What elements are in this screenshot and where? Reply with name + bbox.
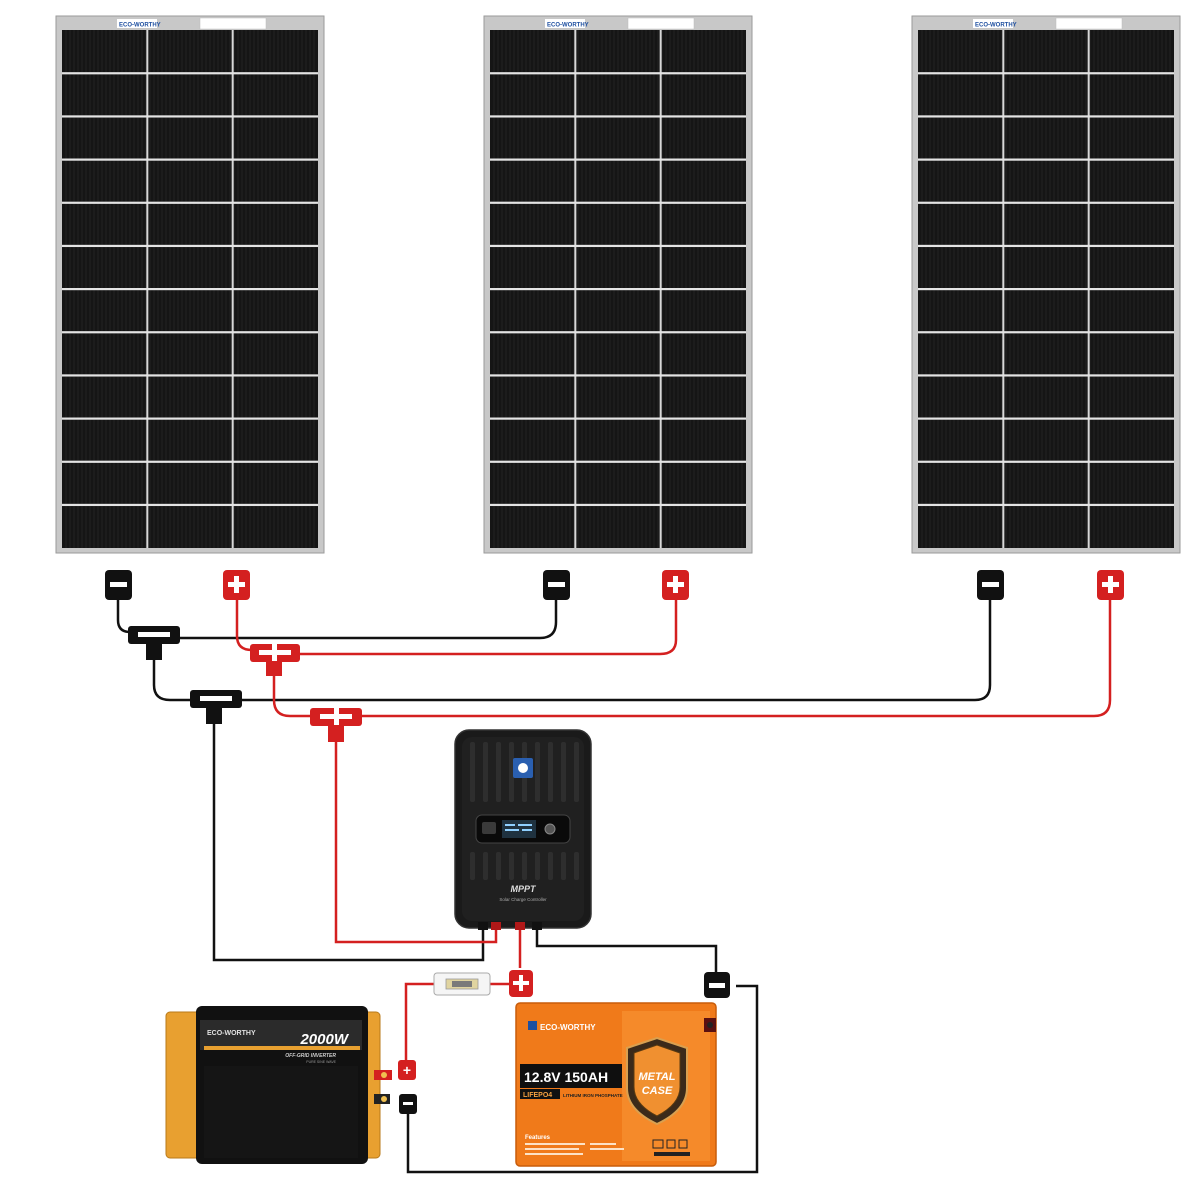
controller-rib: [535, 742, 540, 802]
panel-row-gap: [62, 288, 318, 291]
metal-case-badge: METAL CASE: [626, 1036, 688, 1126]
negative-wires: [116, 598, 992, 1174]
panel-row-gap: [62, 460, 318, 463]
svg-text:+: +: [403, 1062, 411, 1078]
panel-row-gap: [490, 374, 746, 377]
neg-branch-connector-2: [190, 690, 242, 724]
battery-feature-lines: [525, 1143, 624, 1155]
lifepo4-battery: ECO-WORTHY 12.8V 150AH LIFEPO4 LITHIUM I…: [515, 1002, 717, 1167]
inverter-power: 2000W: [299, 1031, 349, 1048]
inverter-pos-terminal: +: [398, 1060, 416, 1080]
controller-rib: [574, 742, 579, 802]
panel-row-gap: [918, 374, 1174, 377]
inline-fuse: [433, 972, 491, 996]
inverter-neg-terminal: [399, 1094, 417, 1114]
panel-3-neg-connector: [977, 570, 1004, 600]
pos-branch-connector-2: [310, 708, 362, 742]
battery-pos-connector: [509, 970, 533, 997]
sun-logo-icon: [513, 758, 533, 778]
panel-row-gap: [490, 244, 746, 248]
panel-row-gap: [490, 115, 746, 118]
panel-row-gap: [62, 72, 318, 75]
controller-rib: [483, 852, 488, 880]
controller-rib: [496, 852, 501, 880]
svg-text:METAL: METAL: [638, 1071, 675, 1083]
battery-chem-desc: LITHIUM IRON PHOSPHATE: [563, 1093, 623, 1098]
controller-button[interactable]: [544, 823, 556, 835]
panel-row-gap: [62, 331, 318, 334]
battery-brand: ECO-WORTHY: [540, 1023, 596, 1032]
panel-row-gap: [918, 158, 1174, 161]
controller-rib: [548, 852, 553, 880]
panel-row-gap: [490, 503, 746, 507]
controller-rib: [470, 742, 475, 802]
inverter-type: OFF-GRID INVERTER: [285, 1053, 336, 1059]
panel-brand: ECO-WORTHY: [547, 23, 589, 29]
panel-row-gap: [918, 72, 1174, 75]
panel-row-gap: [62, 374, 318, 377]
panel-row-gap: [62, 244, 318, 248]
panel-brand: ECO-WORTHY: [975, 23, 1017, 29]
battery-spec: 12.8V 150AH: [524, 1069, 608, 1085]
battery-chem: LIFEPO4: [523, 1092, 552, 1099]
panel-row-gap: [918, 201, 1174, 204]
panel-row-gap: [918, 115, 1174, 118]
inverter-brand: ECO-WORTHY: [207, 1030, 256, 1037]
battery-neg-connector: [704, 972, 730, 998]
panel-1-neg-connector: [105, 570, 132, 600]
power-inverter: ECO-WORTHY 2000W OFF-GRID INVERTER PURE …: [165, 1006, 392, 1164]
panel-row-gap: [490, 72, 746, 75]
panel-row-gap: [62, 158, 318, 161]
panel-row-gap: [62, 201, 318, 204]
panel-row-gap: [490, 201, 746, 204]
panel-2-neg-connector: [543, 570, 570, 600]
panel-row-gap: [490, 460, 746, 463]
panel-1-pos-connector: [223, 570, 250, 600]
panel-row-gap: [490, 158, 746, 161]
panel-row-gap: [918, 244, 1174, 248]
panel-row-gap: [62, 503, 318, 507]
controller-ribs: [470, 742, 579, 880]
solar-panel-2: ECO-WORTHY: [483, 15, 753, 554]
controller-rib: [561, 742, 566, 802]
controller-rib: [509, 742, 514, 802]
panel-row-gap: [62, 417, 318, 420]
controller-sublabel: Solar Charge Controller: [499, 897, 547, 902]
panel-row-gap: [918, 331, 1174, 334]
controller-rib: [574, 852, 579, 880]
controller-rib: [509, 852, 514, 880]
panel-row-gap: [490, 331, 746, 334]
svg-text:CASE: CASE: [642, 1085, 673, 1097]
panel-row-gap: [918, 288, 1174, 291]
battery-logo-icon: [528, 1021, 537, 1030]
panel-row-gap: [918, 460, 1174, 463]
controller-label: MPPT: [510, 884, 537, 894]
panel-3-pos-connector: [1097, 570, 1124, 600]
panel-row-gap: [490, 417, 746, 420]
panel-brand: ECO-WORTHY: [119, 23, 161, 29]
controller-display: [482, 820, 536, 838]
controller-rib: [548, 742, 553, 802]
controller-rib: [470, 852, 475, 880]
panel-row-gap: [918, 503, 1174, 507]
solar-panel-1: ECO-WORTHY: [55, 15, 325, 554]
solar-panel-3: ECO-WORTHY: [911, 15, 1181, 554]
certification-marks-icon: [652, 1139, 690, 1156]
panel-row-gap: [490, 288, 746, 291]
panel-row-gap: [918, 417, 1174, 420]
mppt-charge-controller: MPPT Solar Charge Controller: [454, 729, 592, 930]
controller-rib: [483, 742, 488, 802]
controller-rib: [535, 852, 540, 880]
panel-row-gap: [62, 115, 318, 118]
controller-rib: [522, 852, 527, 880]
neg-branch-connector-1: [128, 626, 180, 660]
controller-rib: [496, 742, 501, 802]
panel-2-pos-connector: [662, 570, 689, 600]
inverter-subtype: PURE SINE WAVE: [306, 1060, 336, 1064]
battery-features-title: Features: [525, 1135, 551, 1141]
pos-branch-connector-1: [250, 644, 300, 676]
controller-rib: [561, 852, 566, 880]
positive-wires: [235, 598, 1112, 1060]
